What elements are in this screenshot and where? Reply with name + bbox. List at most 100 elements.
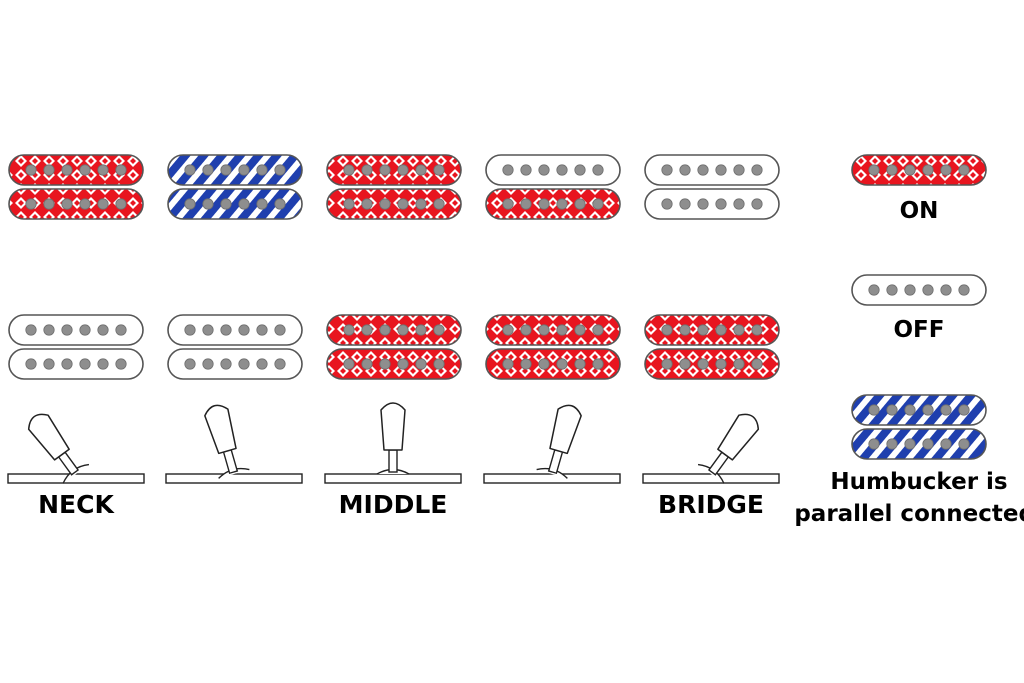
pickup-top-coil-b-5	[644, 188, 780, 220]
pole-piece	[661, 164, 673, 176]
legend-off-swatch	[851, 274, 987, 306]
pole-piece	[61, 358, 73, 370]
pole-piece	[79, 324, 91, 336]
pole-piece	[238, 324, 250, 336]
pickup-top-coil-b-2	[167, 188, 303, 220]
pole-piece	[115, 164, 127, 176]
lever-switch-3	[324, 402, 462, 484]
pole-piece	[502, 324, 514, 336]
pole-piece	[697, 358, 709, 370]
pole-piece	[256, 324, 268, 336]
pole-piece	[922, 284, 934, 296]
pole-piece	[733, 358, 745, 370]
position-label-neck: NECK	[38, 490, 115, 519]
pole-piece	[274, 198, 286, 210]
pole-piece	[238, 358, 250, 370]
pole-piece	[958, 284, 970, 296]
pole-piece	[25, 324, 37, 336]
pole-piece	[97, 164, 109, 176]
position-label-bridge: BRIDGE	[658, 490, 764, 519]
pole-piece	[379, 164, 391, 176]
pole-piece	[184, 324, 196, 336]
pole-piece	[256, 358, 268, 370]
pole-piece	[274, 164, 286, 176]
position-label-middle: MIDDLE	[339, 490, 448, 519]
pole-piece	[97, 198, 109, 210]
pickup-bottom-coil-b-3	[326, 348, 462, 380]
pole-piece	[751, 324, 763, 336]
pole-piece	[940, 284, 952, 296]
pole-piece	[343, 164, 355, 176]
pole-piece	[25, 358, 37, 370]
pole-piece	[556, 358, 568, 370]
pole-piece	[415, 324, 427, 336]
pole-piece	[220, 324, 232, 336]
pole-piece	[343, 198, 355, 210]
pole-piece	[556, 164, 568, 176]
legend-parallel-swatch-b	[851, 428, 987, 460]
pickup-top-coil-a-1	[8, 154, 144, 186]
pole-piece	[433, 358, 445, 370]
pole-piece	[679, 198, 691, 210]
pole-piece	[61, 164, 73, 176]
pole-piece	[184, 164, 196, 176]
pole-piece	[202, 164, 214, 176]
pickup-bottom-coil-a-5	[644, 314, 780, 346]
pickup-top-coil-a-5	[644, 154, 780, 186]
pole-piece	[922, 404, 934, 416]
pickup-top-coil-a-4	[485, 154, 621, 186]
legend-parallel-label-line1: Humbucker is	[830, 469, 1007, 495]
pole-piece	[502, 198, 514, 210]
pole-piece	[397, 358, 409, 370]
pole-piece	[379, 324, 391, 336]
pole-piece	[202, 324, 214, 336]
pole-piece	[574, 324, 586, 336]
pole-piece	[538, 324, 550, 336]
pole-piece	[661, 324, 673, 336]
pickup-bottom-coil-a-4	[485, 314, 621, 346]
pole-piece	[679, 324, 691, 336]
pole-piece	[79, 198, 91, 210]
pickup-top-coil-a-2	[167, 154, 303, 186]
pole-piece	[256, 164, 268, 176]
pole-piece	[922, 438, 934, 450]
pole-piece	[97, 324, 109, 336]
pole-piece	[556, 324, 568, 336]
pole-piece	[538, 198, 550, 210]
pole-piece	[79, 358, 91, 370]
pole-piece	[520, 198, 532, 210]
pole-piece	[43, 198, 55, 210]
lever-switch-1	[7, 413, 145, 484]
pole-piece	[61, 324, 73, 336]
pole-piece	[940, 438, 952, 450]
pole-piece	[343, 324, 355, 336]
legend-on-swatch	[851, 154, 987, 186]
pole-piece	[415, 198, 427, 210]
pole-piece	[379, 198, 391, 210]
pole-piece	[904, 164, 916, 176]
pole-piece	[904, 284, 916, 296]
pole-piece	[592, 324, 604, 336]
pole-piece	[574, 198, 586, 210]
pole-piece	[697, 164, 709, 176]
pole-piece	[361, 164, 373, 176]
pole-piece	[25, 198, 37, 210]
pole-piece	[661, 358, 673, 370]
pole-piece	[256, 198, 268, 210]
pole-piece	[397, 198, 409, 210]
pole-piece	[751, 164, 763, 176]
pole-piece	[520, 324, 532, 336]
pole-piece	[733, 198, 745, 210]
pole-piece	[397, 164, 409, 176]
legend-on-label: ON	[900, 198, 939, 224]
pole-piece	[592, 164, 604, 176]
pole-piece	[868, 438, 880, 450]
pole-piece	[343, 358, 355, 370]
pole-piece	[715, 358, 727, 370]
pole-piece	[574, 164, 586, 176]
pole-piece	[220, 198, 232, 210]
pole-piece	[592, 358, 604, 370]
pole-piece	[361, 324, 373, 336]
pole-piece	[697, 198, 709, 210]
pole-piece	[25, 164, 37, 176]
